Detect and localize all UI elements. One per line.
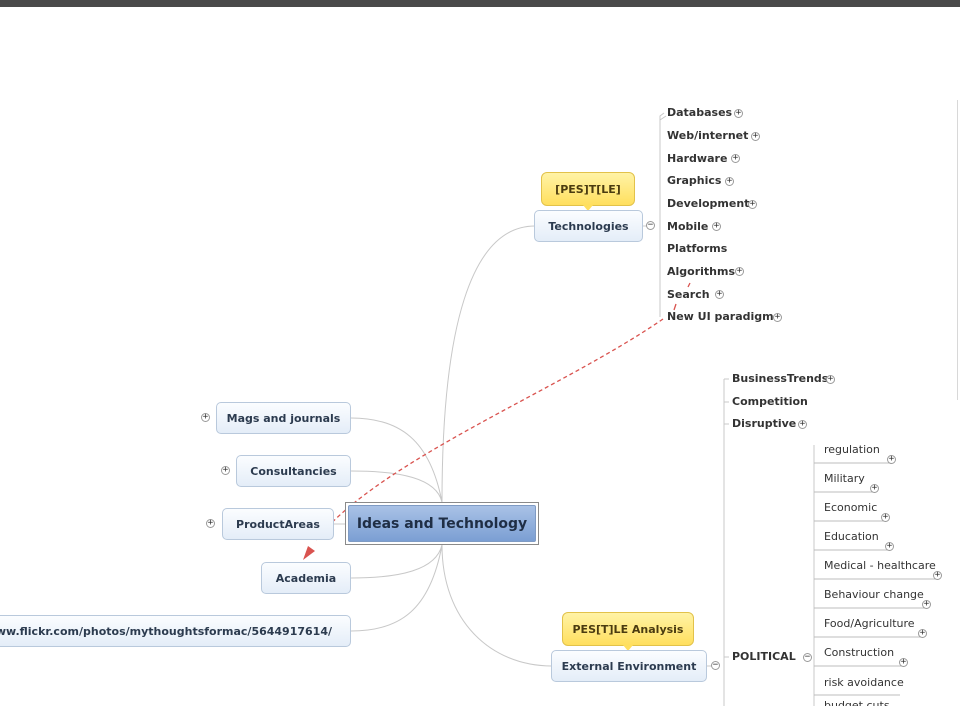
subtopic-new-ui-paradigms[interactable]: New UI paradigms (667, 310, 781, 323)
topic-label: Consultancies (250, 464, 337, 478)
callout-pestle-analysis[interactable]: PES[T]LE Analysis (562, 612, 694, 651)
topic-label: ProductAreas (236, 517, 320, 531)
political-education[interactable]: Education (824, 530, 879, 543)
topic-label: Mags and journals (226, 411, 341, 425)
political-economic[interactable]: Economic (824, 501, 878, 514)
collapse-toggle[interactable]: − (646, 220, 655, 230)
collapse-toggle[interactable]: − (803, 652, 812, 662)
political-medical-healthcare[interactable]: Medical - healthcare (824, 559, 936, 572)
subtopic-databases[interactable]: Databases (667, 106, 733, 119)
expand-toggle[interactable]: + (885, 541, 894, 551)
expand-toggle[interactable]: + (748, 199, 757, 209)
subtopic-disruptive[interactable]: Disruptive (732, 417, 797, 430)
expand-toggle[interactable]: + (731, 153, 740, 163)
political-military[interactable]: Military (824, 472, 865, 485)
subtopic-political[interactable]: POLITICAL (732, 650, 796, 663)
subtopic-development[interactable]: Development (667, 197, 750, 210)
subtopic-mobile[interactable]: Mobile (667, 220, 709, 233)
callout-pestle-tech[interactable]: [PES]T[LE] (541, 172, 635, 211)
topic-flickr-link[interactable]: www.flickr.com/photos/mythoughtsformac/5… (0, 615, 351, 647)
central-topic-label: Ideas and Technology (348, 505, 536, 542)
link-mags (350, 417, 443, 503)
expand-toggle[interactable]: + (826, 374, 835, 384)
subtopic-graphics[interactable]: Graphics (667, 174, 722, 187)
expand-toggle[interactable]: + (712, 221, 721, 231)
expand-toggle[interactable]: + (798, 419, 807, 429)
topic-label: External Environment (561, 659, 697, 673)
political-food-agriculture[interactable]: Food/Agriculture (824, 617, 915, 630)
expand-toggle[interactable]: + (887, 454, 896, 464)
subtopic-hardware[interactable]: Hardware (667, 152, 728, 165)
expand-toggle[interactable]: + (715, 289, 724, 299)
expand-toggle[interactable]: + (918, 628, 927, 638)
subtopic-search[interactable]: Search (667, 288, 710, 301)
political-underlines (814, 462, 936, 696)
topic-academia[interactable]: Academia (261, 562, 351, 594)
political-regulation[interactable]: regulation (824, 443, 880, 456)
expand-toggle[interactable]: + (206, 518, 215, 528)
link-consultancies (350, 470, 443, 503)
topic-label: www.flickr.com/photos/mythoughtsformac/5… (0, 624, 332, 638)
subtopic-businesstrends[interactable]: BusinessTrends (732, 372, 829, 385)
topic-technologies[interactable]: Technologies (534, 210, 643, 242)
expand-toggle[interactable]: + (922, 599, 931, 609)
collapse-toggle[interactable]: − (711, 660, 720, 670)
link-academia (350, 544, 443, 579)
expand-toggle[interactable]: + (773, 312, 782, 322)
expand-toggle[interactable]: + (899, 657, 908, 667)
subtopic-algorithms[interactable]: Algorithms (667, 265, 736, 278)
political-behaviour-change[interactable]: Behaviour change (824, 588, 924, 601)
link-external (441, 544, 553, 667)
expand-toggle[interactable]: + (725, 176, 734, 186)
expand-toggle[interactable]: + (881, 512, 890, 522)
relationship-arrowhead (303, 546, 315, 560)
expand-toggle[interactable]: + (735, 266, 744, 276)
political-risk-avoidance[interactable]: risk avoidance (824, 676, 904, 689)
topic-mags-and-journals[interactable]: Mags and journals (216, 402, 351, 434)
topic-label: Technologies (548, 219, 629, 233)
expand-toggle[interactable]: + (201, 412, 210, 422)
central-topic[interactable]: Ideas and Technology (345, 502, 539, 545)
subtopic-platforms[interactable]: Platforms (667, 242, 728, 255)
topic-external-environment[interactable]: External Environment (551, 650, 707, 682)
topic-consultancies[interactable]: Consultancies (236, 455, 351, 487)
subtopic-competition[interactable]: Competition (732, 395, 808, 408)
window-title-bar (0, 0, 960, 7)
expand-toggle[interactable]: + (870, 483, 879, 493)
expand-toggle[interactable]: + (751, 131, 760, 141)
expand-toggle[interactable]: + (933, 570, 942, 580)
panel-edge (957, 100, 958, 400)
link-technologies (441, 225, 536, 503)
link-flickr (350, 544, 443, 632)
political-budget-cuts[interactable]: budget cuts (824, 699, 890, 706)
expand-toggle[interactable]: + (221, 465, 230, 475)
topic-productareas[interactable]: ProductAreas (222, 508, 334, 540)
subtopic-web-internet[interactable]: Web/internet (667, 129, 749, 142)
expand-toggle[interactable]: + (734, 108, 743, 118)
political-construction[interactable]: Construction (824, 646, 895, 659)
topic-label: Academia (275, 571, 337, 585)
